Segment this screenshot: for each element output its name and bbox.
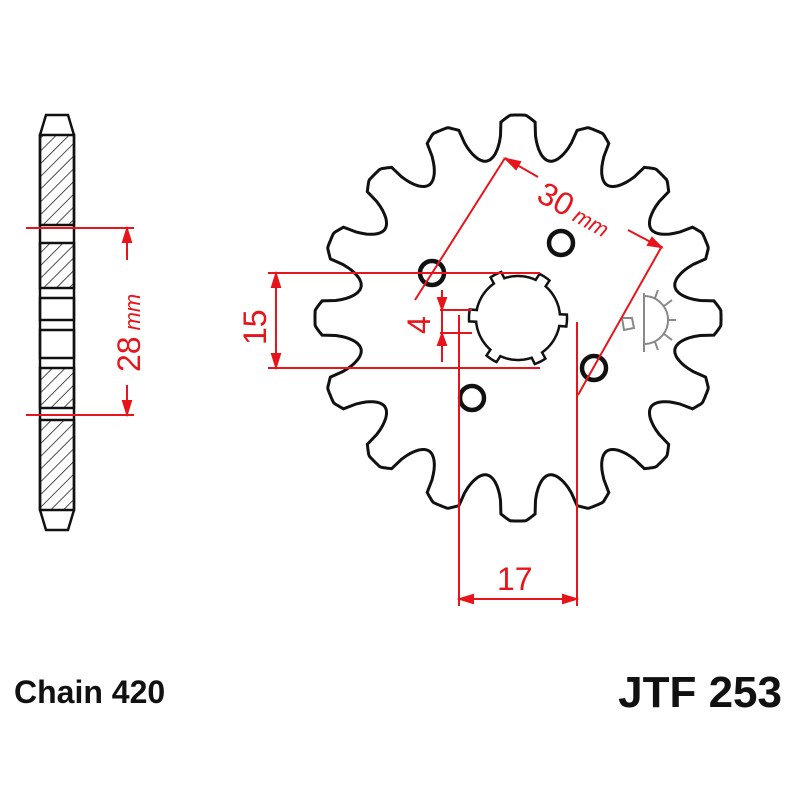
part-number: JTF 253: [618, 668, 782, 717]
dimension-lines: [268, 157, 664, 606]
bore-across-label: 15: [237, 309, 273, 345]
side-width-dimension: [26, 225, 134, 418]
spline-label: 4: [401, 316, 437, 334]
side-width-label: 28mm: [111, 294, 147, 372]
sun-logo-icon: [620, 289, 676, 352]
chain-label: Chain 420: [14, 674, 166, 710]
side-view: [38, 113, 76, 532]
bolt-hole: [579, 353, 609, 383]
bolt-pitch-label: 30mm: [532, 175, 618, 244]
bolt-hole: [457, 383, 487, 413]
bolt-hole: [546, 228, 576, 258]
offset-label: 17: [497, 561, 533, 597]
bolt-holes: [417, 228, 609, 413]
sprocket-outline: [313, 113, 723, 523]
spline-bore: [467, 270, 569, 366]
